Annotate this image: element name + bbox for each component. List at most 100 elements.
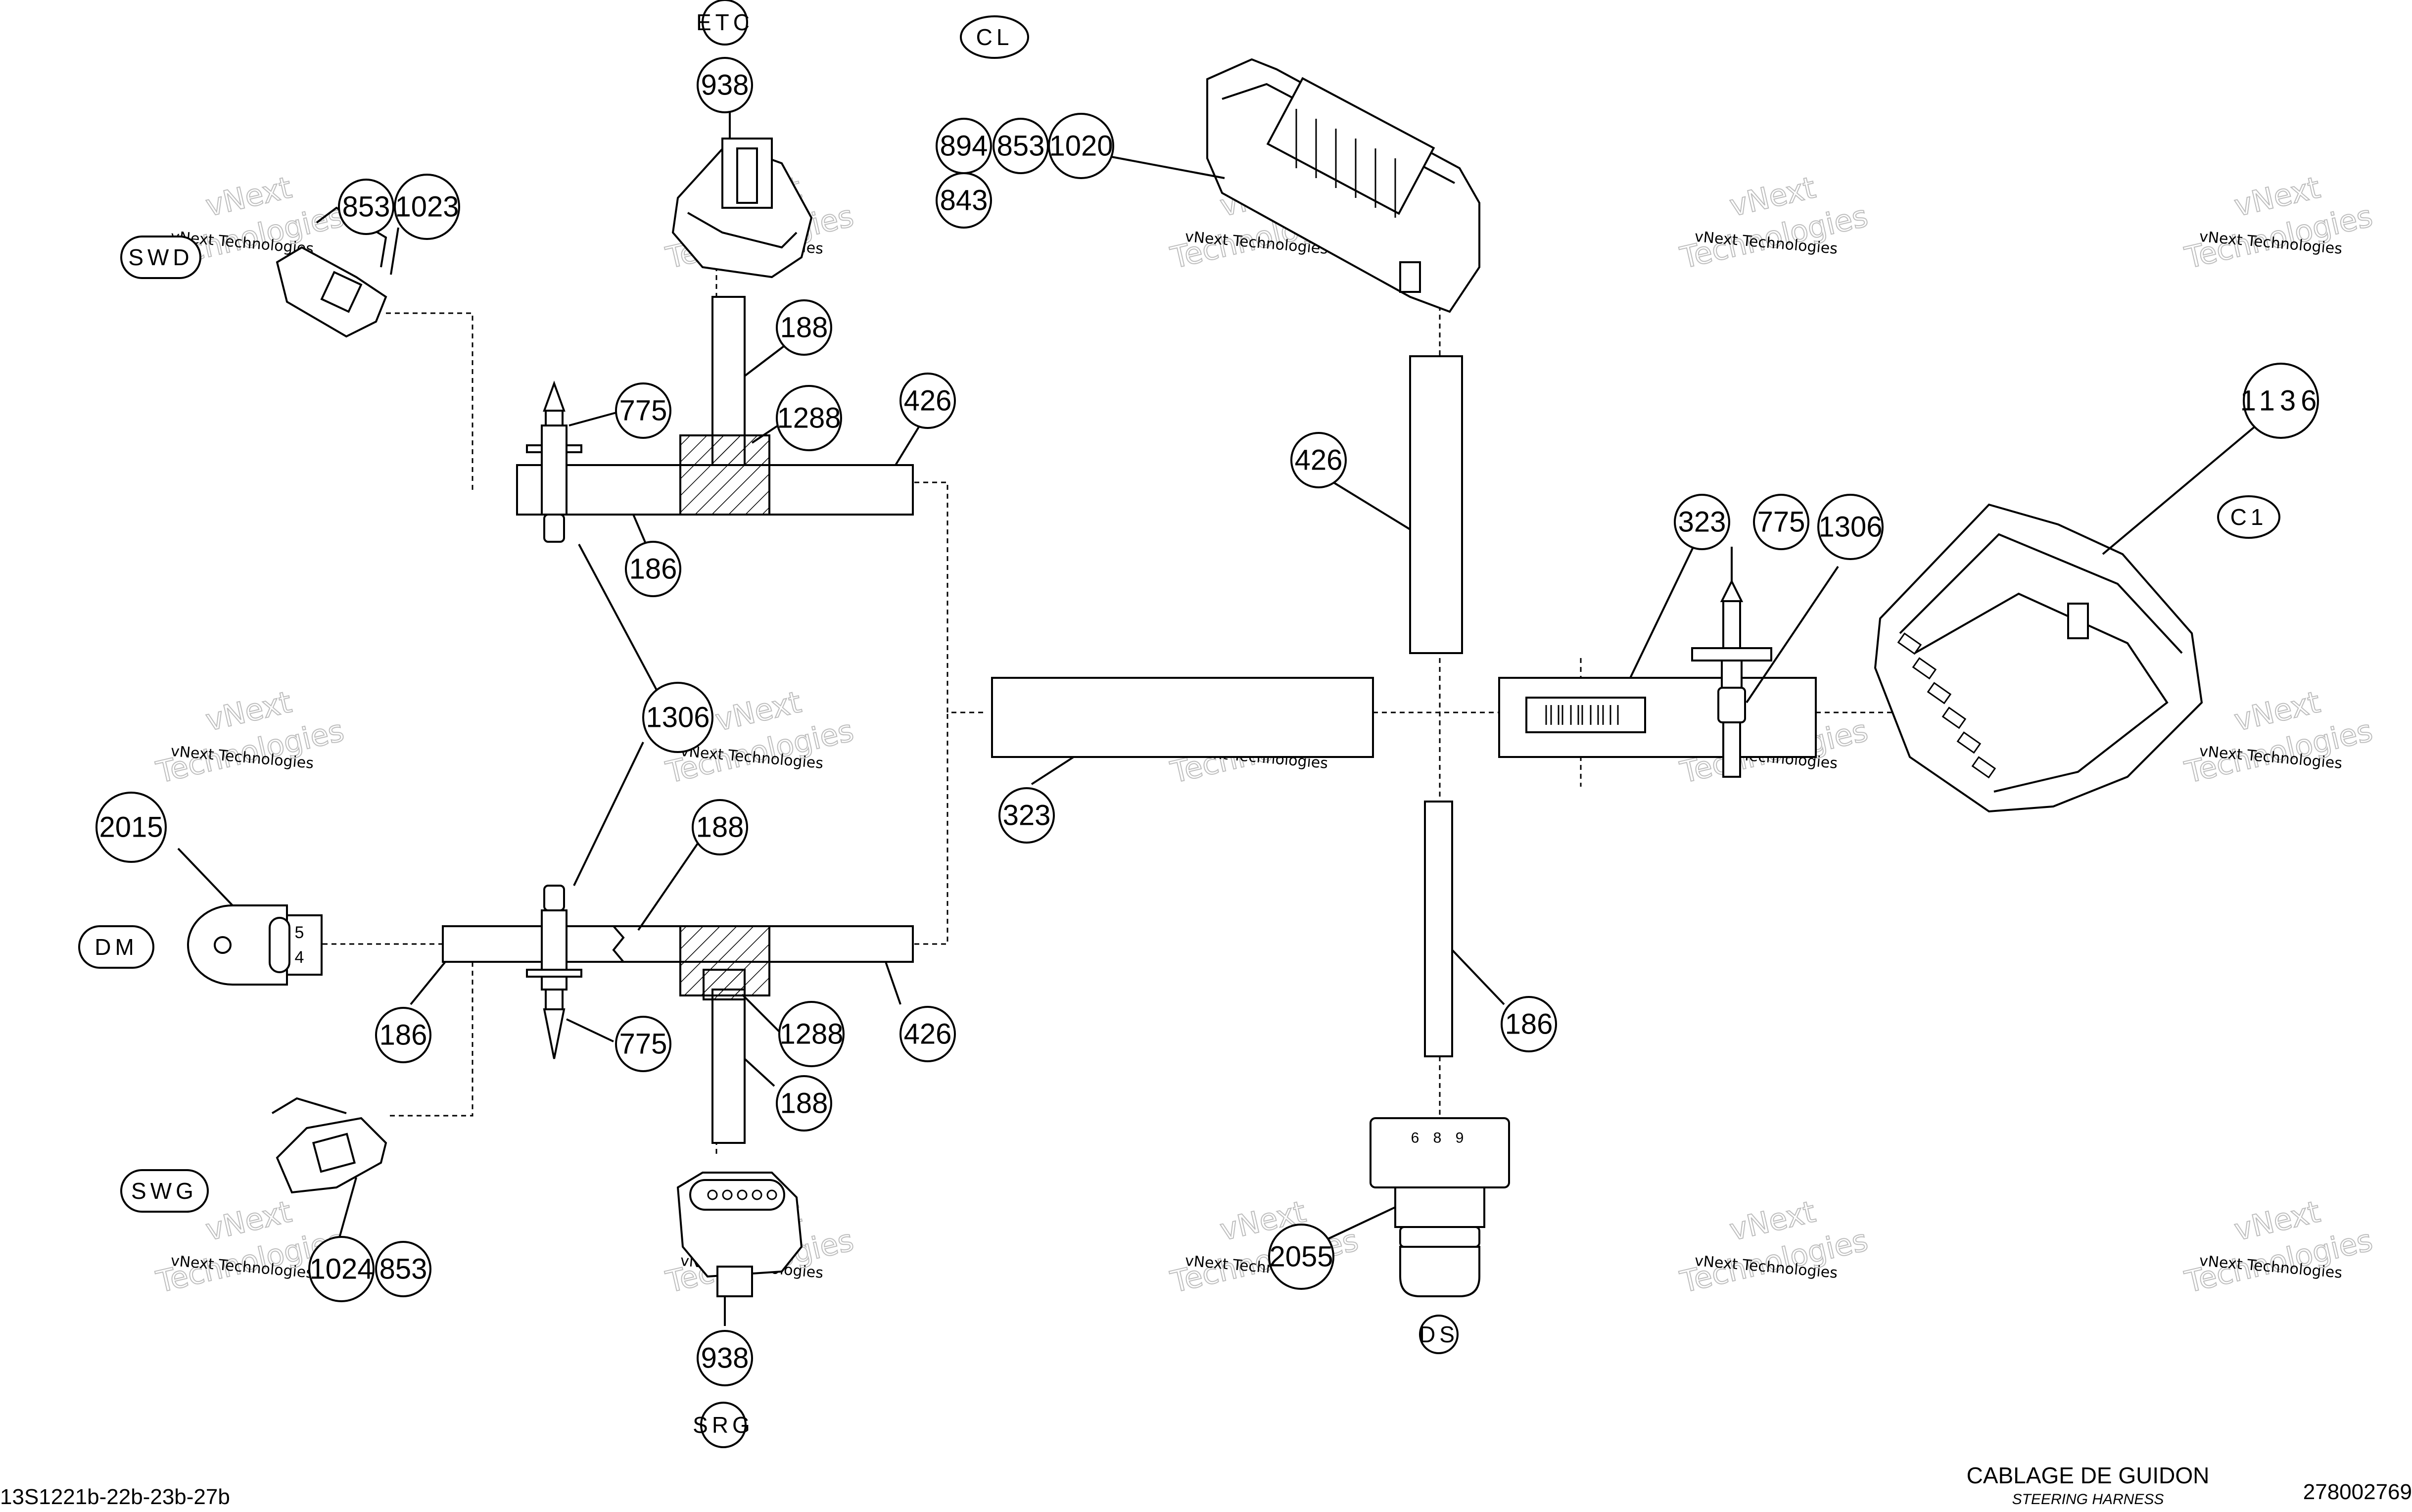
svg-text:1306: 1306 — [646, 702, 709, 734]
svg-text:843: 843 — [940, 185, 988, 217]
svg-text:853: 853 — [379, 1253, 427, 1285]
label-cl: CL — [960, 15, 1029, 59]
connector-labels: ETC CL SWD C1 DM SWG SRG DS — [78, 0, 2280, 1448]
callout-426: 426 — [899, 373, 956, 429]
svg-text:323: 323 — [1003, 800, 1051, 832]
footer-title: CABLAGE DE GUIDON — [1967, 1463, 2210, 1488]
connector-etc — [671, 138, 813, 279]
svg-text:775: 775 — [619, 395, 667, 427]
footer: 13S1221b-22b-23b-27b CABLAGE DE GUIDON S… — [0, 1463, 2412, 1509]
callout-1306: 1306 — [1817, 494, 1884, 560]
callout-186: 186 — [1501, 996, 1557, 1052]
svg-text:186: 186 — [379, 1019, 427, 1051]
svg-text:426: 426 — [904, 1018, 952, 1050]
callout-853: 853 — [993, 118, 1049, 174]
label-swg: SWG — [120, 1169, 209, 1213]
svg-text:938: 938 — [701, 69, 749, 101]
callout-188: 188 — [692, 799, 748, 855]
svg-text:SRG: SRG — [693, 1412, 754, 1438]
callout-853: 853 — [338, 179, 394, 235]
svg-text:1306: 1306 — [1818, 511, 1882, 543]
svg-text:1136: 1136 — [2240, 385, 2322, 417]
svg-text:894: 894 — [940, 130, 988, 162]
svg-text:1288: 1288 — [777, 402, 841, 434]
main-trunk — [991, 355, 1817, 1057]
callout-843: 843 — [936, 172, 992, 229]
svg-text:186: 186 — [629, 553, 677, 585]
svg-text:1020: 1020 — [1049, 130, 1113, 162]
callout-775: 775 — [615, 1016, 671, 1072]
callout-1306: 1306 — [642, 682, 713, 753]
svg-text:775: 775 — [1757, 506, 1805, 538]
callout-188: 188 — [776, 1075, 832, 1132]
svg-text:938: 938 — [701, 1342, 749, 1374]
svg-text:188: 188 — [780, 312, 828, 344]
ds-pin-labels: 6 8 9 — [1411, 1130, 1469, 1146]
label-etc: ETC — [696, 0, 754, 46]
svg-text:186: 186 — [1505, 1008, 1553, 1040]
connector-swg — [271, 1097, 387, 1194]
drawing-code: 13S1221b-22b-23b-27b — [0, 1485, 230, 1509]
svg-text:426: 426 — [904, 385, 952, 417]
callout-2055: 2055 — [1268, 1224, 1334, 1290]
callout-group: 938 894 853 1020 843 853 1023 188 1288 4… — [95, 57, 2322, 1386]
callout-323: 323 — [998, 787, 1055, 844]
connector-ds: 6 8 9 — [1370, 1117, 1510, 1297]
top-harness-branch — [516, 296, 914, 543]
label-srg: SRG — [693, 1402, 754, 1448]
callout-323: 323 — [1674, 494, 1730, 550]
callout-2015: 2015 — [95, 792, 167, 863]
svg-text:1023: 1023 — [395, 191, 459, 223]
svg-text:426: 426 — [1295, 444, 1343, 476]
label-swd: SWD — [120, 236, 201, 279]
bottom-harness-branch — [442, 885, 914, 1144]
callout-853: 853 — [375, 1241, 431, 1297]
callout-188: 188 — [776, 299, 832, 356]
callout-1136: 1136 — [2240, 363, 2322, 439]
part-number: 278002769 — [2303, 1480, 2412, 1504]
callout-775: 775 — [1753, 494, 1809, 550]
svg-text:DS: DS — [1419, 1322, 1459, 1347]
callout-1288: 1288 — [776, 385, 842, 451]
label-c1: C1 — [2217, 495, 2280, 539]
svg-text:188: 188 — [780, 1087, 828, 1120]
callout-1024: 1024 — [308, 1236, 375, 1302]
callout-186: 186 — [375, 1007, 431, 1063]
dm-pin-label-4: 4 — [295, 948, 304, 967]
callout-1023: 1023 — [394, 174, 460, 240]
callout-186: 186 — [625, 541, 681, 597]
callout-894: 894 — [936, 118, 992, 174]
svg-text:ETC: ETC — [696, 9, 754, 35]
connector-cl — [1206, 58, 1480, 313]
svg-text:188: 188 — [696, 811, 744, 844]
svg-text:2015: 2015 — [99, 811, 163, 844]
connector-srg — [676, 1172, 803, 1297]
svg-text:775: 775 — [619, 1028, 667, 1060]
connector-c1 — [1874, 503, 2203, 813]
callout-775: 775 — [615, 382, 671, 439]
connector-dm: 5 4 — [187, 904, 323, 986]
connector-swd — [276, 206, 387, 338]
svg-text:DM: DM — [95, 934, 138, 960]
svg-text:1024: 1024 — [309, 1253, 373, 1285]
svg-text:2055: 2055 — [1269, 1241, 1333, 1273]
callout-426: 426 — [899, 1006, 956, 1062]
svg-text:323: 323 — [1678, 506, 1726, 538]
callout-938: 938 — [697, 57, 753, 113]
svg-text:C1: C1 — [2230, 504, 2268, 530]
svg-text:853: 853 — [997, 130, 1045, 162]
svg-text:1288: 1288 — [779, 1018, 843, 1050]
svg-text:853: 853 — [342, 191, 390, 223]
svg-text:CL: CL — [976, 24, 1013, 50]
dm-pin-label-5: 5 — [295, 923, 304, 942]
footer-subtitle: STEERING HARNESS — [2012, 1491, 2164, 1508]
callout-426: 426 — [1290, 432, 1347, 488]
svg-text:SWG: SWG — [131, 1178, 197, 1204]
